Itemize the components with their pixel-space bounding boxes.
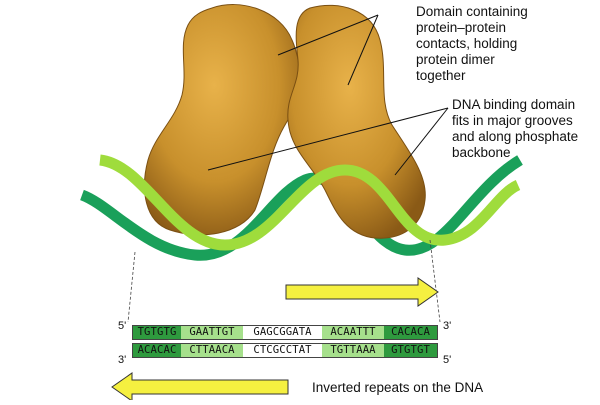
bottom-strand-3prime: 3'	[118, 354, 127, 366]
bottom-strand-5prime: 5'	[443, 354, 452, 366]
left-arrow-icon	[111, 372, 289, 402]
leader-line-binding-2	[394, 107, 449, 176]
dashed-guide-left	[127, 251, 136, 323]
bottom-sequence-segment: TGTTAAA	[322, 344, 384, 357]
bottom-sequence-segment: CTCGCCTAT	[243, 344, 322, 357]
bottom-sequence-segment: ACACAC	[133, 344, 181, 357]
label-dna-binding-domain: DNA binding domain fits in major grooves…	[452, 97, 579, 160]
leader-line-dimer-2	[347, 14, 379, 86]
top-sequence-segment: ACAATTT	[322, 326, 384, 339]
bottom-sequence-segment: CTTAACA	[181, 344, 243, 357]
bottom-sequence-segment: GTGTGT	[384, 344, 437, 357]
label-dimer-domain: Domain containing protein–protein contac…	[416, 4, 528, 83]
top-strand-5prime: 5'	[118, 320, 127, 332]
right-arrow-icon	[285, 277, 439, 307]
dna-strand-front	[98, 154, 521, 251]
top-sequence-segment: GAGCGGATA	[243, 326, 322, 339]
top-strand-3prime: 3'	[443, 320, 452, 332]
label-inverted-repeats: Inverted repeats on the DNA	[312, 380, 484, 395]
leader-line-binding-1	[207, 107, 449, 171]
dashed-guide-right	[429, 239, 441, 323]
protein-subunit-right	[287, 4, 426, 239]
top-sequence-segment: GAATTGT	[181, 326, 243, 339]
leader-line-dimer-1	[277, 14, 379, 56]
top-sequence-segment: CACACA	[384, 326, 437, 339]
top-sequence-segment: TGTGTG	[133, 326, 181, 339]
